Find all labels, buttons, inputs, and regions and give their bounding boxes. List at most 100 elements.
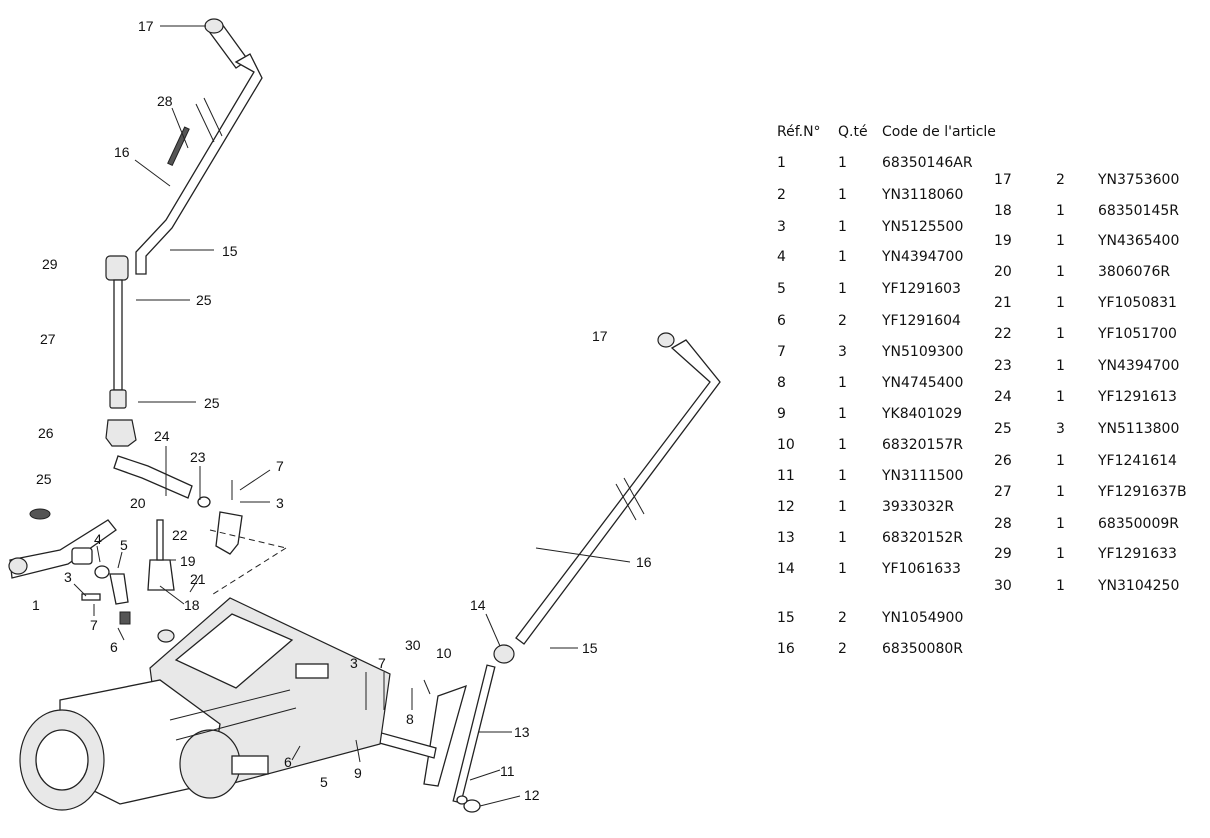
cell-qty: 1	[1056, 453, 1065, 469]
cell-ref: 7	[777, 344, 786, 360]
lever-knob-right	[657, 332, 675, 348]
callout-15: 15	[222, 243, 238, 259]
dashed-guides	[209, 529, 287, 597]
callout-17: 17	[592, 328, 608, 344]
callout-3: 3	[64, 569, 72, 585]
cell-qty: 1	[1056, 484, 1065, 500]
cell-ref: 1	[777, 155, 786, 171]
cell-qty: 1	[1056, 203, 1065, 219]
cell-ref: 23	[994, 358, 1012, 374]
cell-code: YF1291603	[882, 281, 961, 297]
callout-26: 26	[38, 425, 54, 441]
cell-code: YN5113800	[1098, 421, 1180, 437]
cell-ref: 10	[777, 437, 795, 453]
cell-code: 68350080R	[882, 641, 963, 657]
cell-qty: 1	[838, 530, 847, 546]
callout-22: 22	[172, 527, 188, 543]
cell-code: YF1291613	[1098, 389, 1177, 405]
callout-17: 17	[138, 18, 154, 34]
cell-qty: 1	[838, 561, 847, 577]
cell-qty: 1	[1056, 295, 1065, 311]
cell-qty: 1	[838, 281, 847, 297]
cell-qty: 2	[838, 313, 847, 329]
callout-21: 21	[190, 571, 206, 587]
cell-code: YF1291633	[1098, 546, 1177, 562]
callout-30: 30	[405, 637, 421, 653]
cell-code: YN3111500	[882, 468, 964, 484]
callout-16: 16	[114, 144, 130, 160]
callout-10: 10	[436, 645, 452, 661]
cell-ref: 28	[994, 516, 1012, 532]
callout-7: 7	[276, 458, 284, 474]
cell-code: 3806076R	[1098, 264, 1171, 280]
cell-ref: 26	[994, 453, 1012, 469]
callout-29: 29	[42, 256, 58, 272]
callout-12: 12	[524, 787, 540, 803]
cell-qty: 1	[838, 219, 847, 235]
cell-qty: 2	[838, 641, 847, 657]
cell-ref: 16	[777, 641, 795, 657]
cell-code: YF1050831	[1098, 295, 1177, 311]
cell-ref: 12	[777, 499, 795, 515]
callout-15: 15	[582, 640, 598, 656]
cell-qty: 1	[838, 187, 847, 203]
left-linkage	[8, 508, 175, 625]
cell-qty: 1	[1056, 516, 1065, 532]
callout-25: 25	[36, 471, 52, 487]
cell-code: 68320157R	[882, 437, 963, 453]
gear-lever-right	[515, 339, 721, 645]
cell-ref: 6	[777, 313, 786, 329]
cell-code: YN1054900	[882, 610, 964, 626]
cell-qty: 1	[1056, 578, 1065, 594]
header-ref: Réf.N°	[777, 124, 821, 140]
cell-ref: 11	[777, 468, 795, 484]
cell-ref: 18	[994, 203, 1012, 219]
callout-24: 24	[154, 428, 170, 444]
callout-5: 5	[320, 774, 328, 790]
cell-ref: 30	[994, 578, 1012, 594]
cell-code: YN4394700	[1098, 358, 1180, 374]
callout-13: 13	[514, 724, 530, 740]
cell-ref: 17	[994, 172, 1012, 188]
callout-25: 25	[204, 395, 220, 411]
callout-28: 28	[157, 93, 173, 109]
callout-16: 16	[636, 554, 652, 570]
callout-11: 11	[500, 763, 515, 779]
callout-7: 7	[378, 655, 386, 671]
callout-labels: 17 28 16 15 29 25 27 25 26 24 23 7 25 3 …	[32, 18, 652, 803]
cell-qty: 1	[1056, 358, 1065, 374]
cell-qty: 1	[1056, 389, 1065, 405]
cell-ref: 20	[994, 264, 1012, 280]
cell-ref: 2	[777, 187, 786, 203]
cell-ref: 29	[994, 546, 1012, 562]
cell-qty: 2	[838, 610, 847, 626]
cell-code: YK8401029	[882, 406, 963, 422]
cell-code: 68350145R	[1098, 203, 1179, 219]
cell-ref: 22	[994, 326, 1012, 342]
cell-ref: 8	[777, 375, 786, 391]
callout-1: 1	[32, 597, 40, 613]
header-qty: Q.té	[838, 124, 868, 140]
cell-qty: 1	[838, 468, 847, 484]
callout-4: 4	[94, 531, 102, 547]
cell-ref: 24	[994, 389, 1012, 405]
cell-qty: 1	[1056, 546, 1065, 562]
callout-8: 8	[406, 711, 414, 727]
cell-qty: 3	[1056, 421, 1065, 437]
cell-code: YN4394700	[882, 249, 964, 265]
transmission-housing	[19, 597, 391, 811]
cell-qty: 1	[1056, 233, 1065, 249]
callout-18: 18	[184, 597, 200, 613]
cell-code: YN5109300	[882, 344, 964, 360]
callout-23: 23	[190, 449, 206, 465]
cell-ref: 14	[777, 561, 795, 577]
cell-code: YN3104250	[1098, 578, 1180, 594]
cell-qty: 1	[838, 437, 847, 453]
cell-ref: 5	[777, 281, 786, 297]
shift-rod-assembly	[105, 255, 243, 555]
cell-ref: 9	[777, 406, 786, 422]
cell-code: YN3753600	[1098, 172, 1180, 188]
cell-code: YF1241614	[1098, 453, 1177, 469]
